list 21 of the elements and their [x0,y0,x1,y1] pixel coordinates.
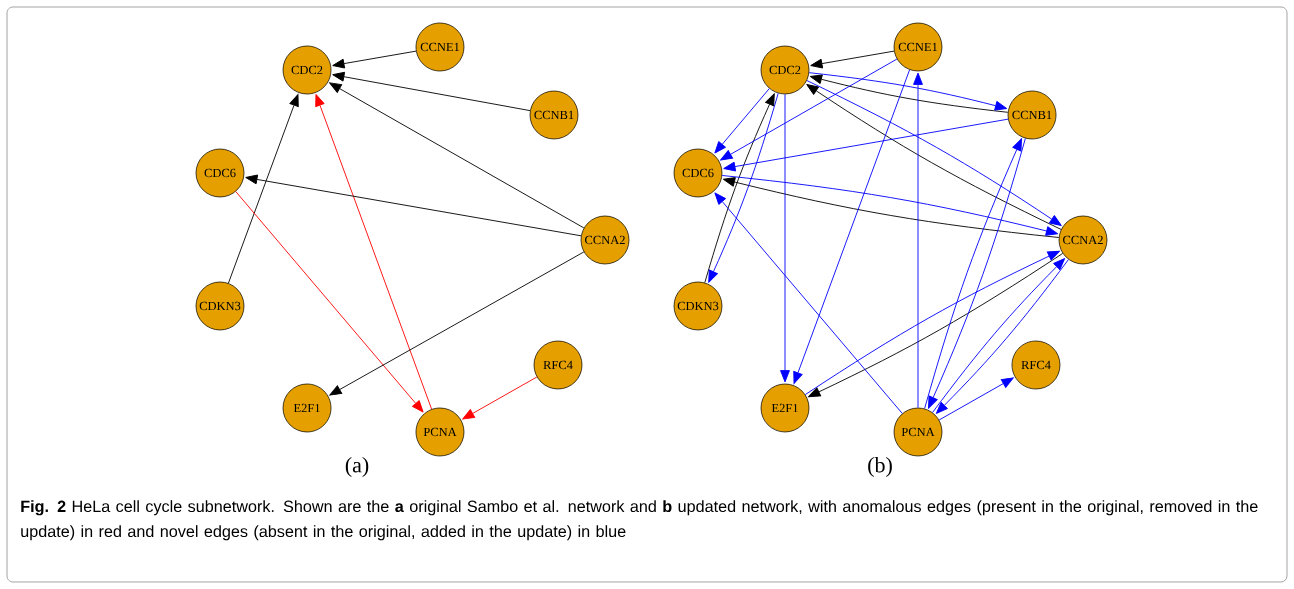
arrow [780,93,790,383]
arrow [332,50,417,69]
arrow [245,174,582,237]
arrow [793,69,911,384]
arrow [329,82,585,229]
arrow [315,94,433,410]
arrow [720,58,898,161]
arrow [723,118,1009,172]
arrow [329,251,585,396]
panel-label: (b) [868,457,892,477]
panel-label: (a) [345,457,369,477]
arrow [462,376,538,420]
arrow [938,377,1014,421]
arrow [228,94,299,284]
arrow [332,71,531,112]
arrow [714,88,770,154]
arrow [235,191,424,413]
arrow [714,192,903,414]
arrow [810,50,895,69]
caption: Fig. 2 HeLa cell cycle subnetwork. Shown are the a original Sambo et al. network and b updated network, with anomalous edges (present in the original, removed in the update) in red and novel edges (absent in the original, added in the update) in blue [21,500,1258,541]
arrow [913,72,923,409]
